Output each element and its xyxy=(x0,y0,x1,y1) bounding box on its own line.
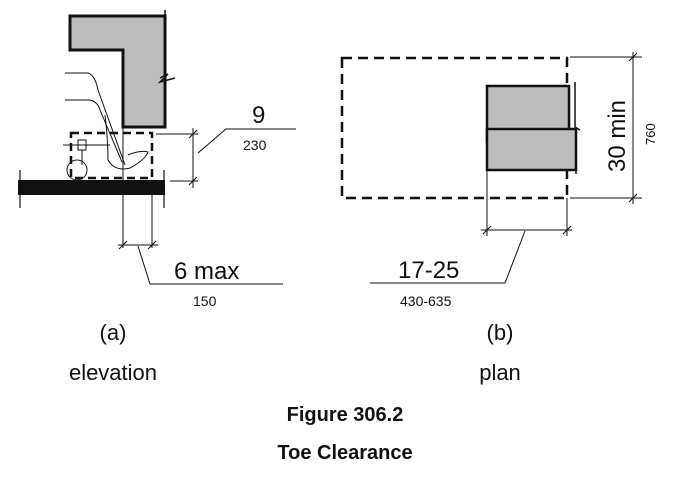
plan-label: plan xyxy=(479,360,521,385)
plan-depth-metric: 430-635 xyxy=(400,293,452,309)
figure-title: Toe Clearance xyxy=(277,442,412,464)
toe-clearance-zone xyxy=(69,131,154,180)
height-dim-imperial: 9 xyxy=(252,102,265,129)
wheelchair-footrest xyxy=(63,72,149,181)
counter-plan-lower xyxy=(485,127,578,172)
depth-dimension-plan xyxy=(370,170,572,284)
figure-number: Figure 306.2 xyxy=(287,404,404,426)
break-mark xyxy=(157,73,176,84)
width-dim-imperial: 30 min xyxy=(604,100,631,172)
width-dim-metric: 760 xyxy=(643,123,658,145)
plan-depth-imperial: 17-25 xyxy=(398,257,459,284)
counter-section xyxy=(68,14,167,129)
depth-dim-imperial: 6 max xyxy=(174,258,239,285)
elevation-view: 9 230 6 max 150 (a) elevation xyxy=(18,10,296,385)
elevation-letter: (a) xyxy=(100,320,127,345)
depth-dimension xyxy=(118,127,283,285)
height-dimension xyxy=(156,128,296,188)
width-dimension xyxy=(570,52,642,204)
floor-section xyxy=(18,180,165,195)
depth-dim-metric: 150 xyxy=(193,293,217,309)
height-dim-metric: 230 xyxy=(243,137,267,153)
elevation-label: elevation xyxy=(69,360,157,385)
plan-letter: (b) xyxy=(487,320,514,345)
plan-view: 30 min 760 17-25 430-635 (b) plan xyxy=(340,52,658,385)
